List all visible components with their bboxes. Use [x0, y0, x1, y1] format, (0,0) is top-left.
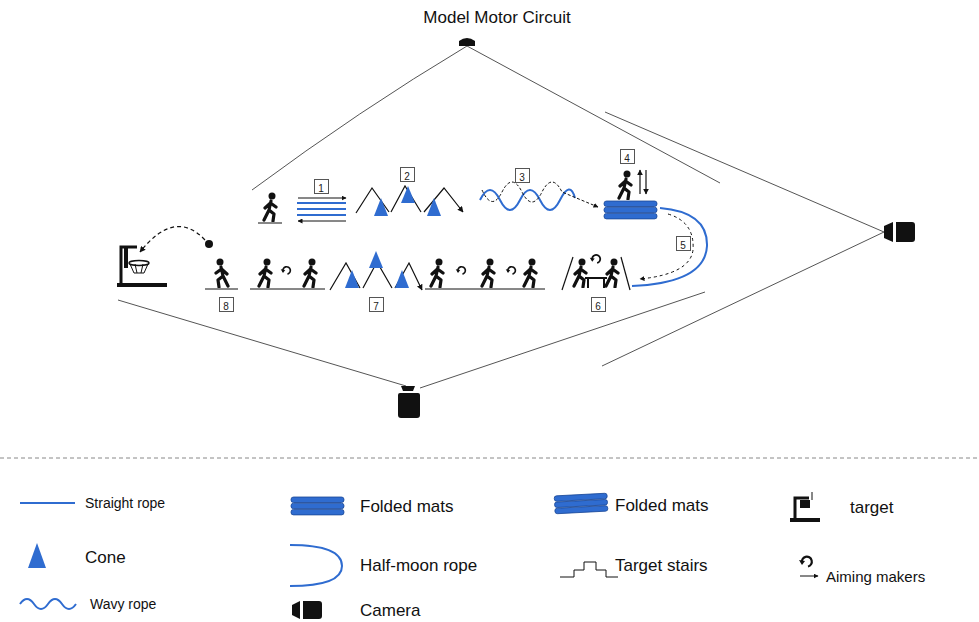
legend-label: Cone — [85, 548, 126, 568]
legend-label: Half-moon rope — [360, 556, 477, 576]
callout-number: 3 — [519, 172, 525, 183]
legend-label: Straight rope — [85, 495, 165, 511]
callout-number: 2 — [404, 171, 410, 182]
diagram-title: Model Motor Circuit — [423, 8, 570, 28]
legend-label: Wavy rope — [90, 596, 156, 612]
station-number-box: 5 — [676, 236, 691, 251]
legend-label: Camera — [360, 601, 420, 621]
camera-icon — [398, 38, 915, 418]
callout-number: 6 — [595, 301, 601, 312]
station-number-box: 1 — [314, 179, 329, 194]
station-number-box: 2 — [400, 167, 415, 182]
callout-number: 1 — [318, 183, 324, 194]
callout-number: 5 — [680, 240, 686, 251]
callout-number: 8 — [223, 301, 229, 312]
callout-number: 7 — [373, 301, 379, 312]
legend-label: target — [850, 498, 893, 518]
station-number-box: 3 — [515, 168, 530, 183]
station-number-box: 7 — [369, 297, 384, 312]
legend-label: Target stairs — [615, 556, 708, 576]
basket-hoop — [117, 246, 167, 285]
legend-label: Folded mats — [615, 496, 709, 516]
camera-view-lines — [118, 46, 884, 388]
callout-number: 4 — [624, 153, 630, 164]
legend-icons — [20, 492, 820, 619]
legend-label: Folded mats — [360, 497, 454, 517]
station-number-box: 8 — [219, 297, 234, 312]
station-number-box: 4 — [620, 149, 635, 164]
legend-label: Aiming makers — [826, 568, 925, 585]
station-number-box: 6 — [591, 297, 606, 312]
